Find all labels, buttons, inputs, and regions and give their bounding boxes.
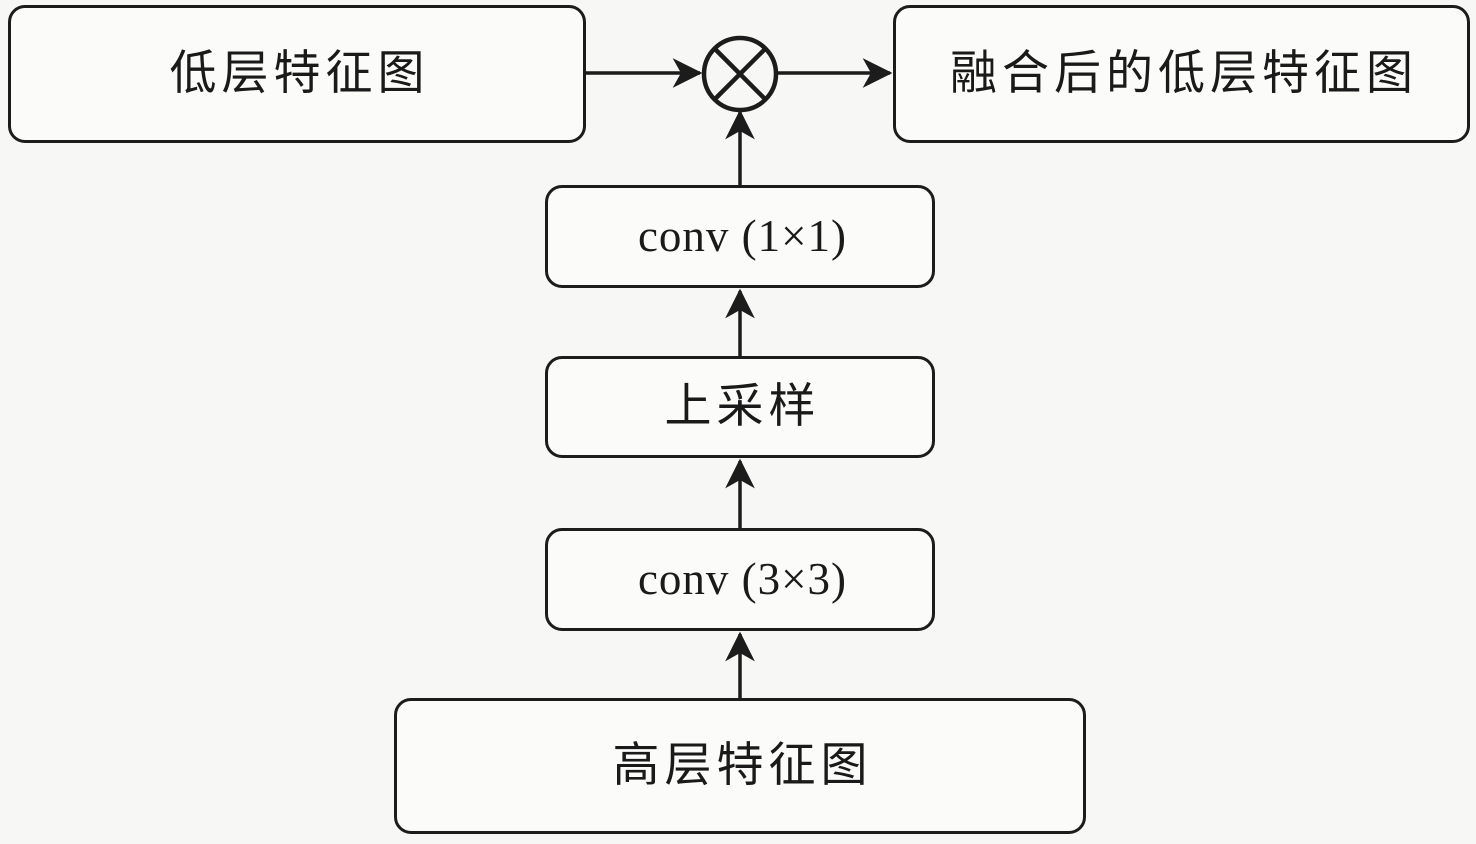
node-low-feature-map: 低层特征图 (8, 5, 586, 143)
node-fused-low-feature-map: 融合后的低层特征图 (893, 5, 1470, 143)
multiply-icon (701, 35, 779, 113)
node-conv-1x1: conv (1×1) (545, 185, 935, 288)
node-conv-3x3: conv (3×3) (545, 528, 935, 631)
node-upsample: 上采样 (545, 356, 935, 458)
node-upsample-label: 上采样 (664, 380, 821, 433)
node-low-feature-map-label: 低层特征图 (169, 47, 430, 100)
node-high-feature-map-label: 高层特征图 (612, 739, 873, 792)
node-conv-1x1-label: conv (1×1) (637, 211, 848, 261)
node-high-feature-map: 高层特征图 (394, 698, 1086, 834)
node-conv-3x3-label: conv (3×3) (637, 554, 848, 604)
node-fused-low-feature-map-label: 融合后的低层特征图 (950, 47, 1418, 100)
